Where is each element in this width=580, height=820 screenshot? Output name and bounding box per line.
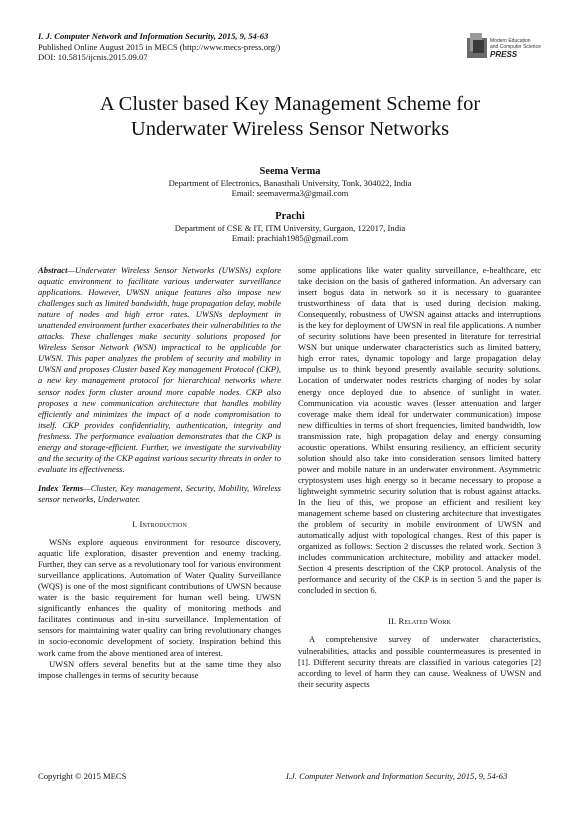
svg-text:Modern Education: Modern Education: [490, 38, 531, 44]
left-column: Abstract—Underwater Wireless Sensor Netw…: [38, 265, 281, 681]
paper-title: A Cluster based Key Management Scheme fo…: [40, 92, 540, 142]
doi: DOI: 10.5815/ijcnis.2015.09.07: [38, 52, 148, 63]
abstract-text: —Underwater Wireless Sensor Networks (UW…: [38, 265, 281, 474]
title-line-2: Underwater Wireless Sensor Networks: [130, 118, 450, 140]
title-line-1: A Cluster based Key Management Scheme fo…: [99, 93, 481, 115]
author-email: Email: prachiah1985@gmail.com: [231, 233, 349, 244]
intro-paragraph-continued: some applications like water quality sur…: [298, 265, 541, 596]
abstract-label: Abstract: [38, 265, 68, 275]
right-column: some applications like water quality sur…: [298, 265, 541, 690]
intro-paragraph-1: WSNs explore aqueous environment for res…: [38, 537, 281, 658]
svg-text:PRESS: PRESS: [490, 50, 518, 59]
author-email: Email: seemaverma3@gmail.com: [231, 188, 349, 199]
author-affiliation: Department of Electronics, Banasthali Un…: [168, 178, 412, 188]
related-work-paragraph-1: A comprehensive survey of underwater cha…: [298, 634, 541, 689]
abstract: Abstract—Underwater Wireless Sensor Netw…: [38, 265, 281, 475]
index-terms: Index Terms—Cluster, Key management, Sec…: [38, 483, 281, 505]
intro-paragraph-2: UWSN offers several benefits but at the …: [38, 658, 281, 680]
author-name: Seema Verma: [259, 166, 321, 177]
author-affiliation: Department of CSE & IT, ITM University, …: [174, 223, 406, 233]
author-block-1: Seema Verma Department of Electronics, B…: [40, 165, 540, 199]
author-name: Prachi: [275, 211, 305, 222]
mecs-press-logo: Modern Education and Computer Science PR…: [466, 29, 546, 61]
publication-info: Published Online August 2015 in MECS (ht…: [38, 41, 281, 52]
svg-text:and Computer Science: and Computer Science: [490, 44, 541, 50]
index-terms-label: Index Terms: [38, 482, 84, 493]
section-heading-related-work: II. Related Work: [388, 616, 451, 627]
index-terms-text: —Cluster, Key management, Security, Mobi…: [38, 482, 281, 504]
section-heading-introduction: I. Introduction: [132, 518, 187, 529]
footer-copyright: Copyright © 2015 MECS: [38, 771, 127, 781]
author-block-2: Prachi Department of CSE & IT, ITM Unive…: [40, 210, 540, 244]
footer-journal: I.J. Computer Network and Information Se…: [286, 771, 508, 781]
journal-header: I. J. Computer Network and Information S…: [38, 31, 280, 63]
journal-citation: I. J. Computer Network and Information S…: [38, 31, 269, 41]
